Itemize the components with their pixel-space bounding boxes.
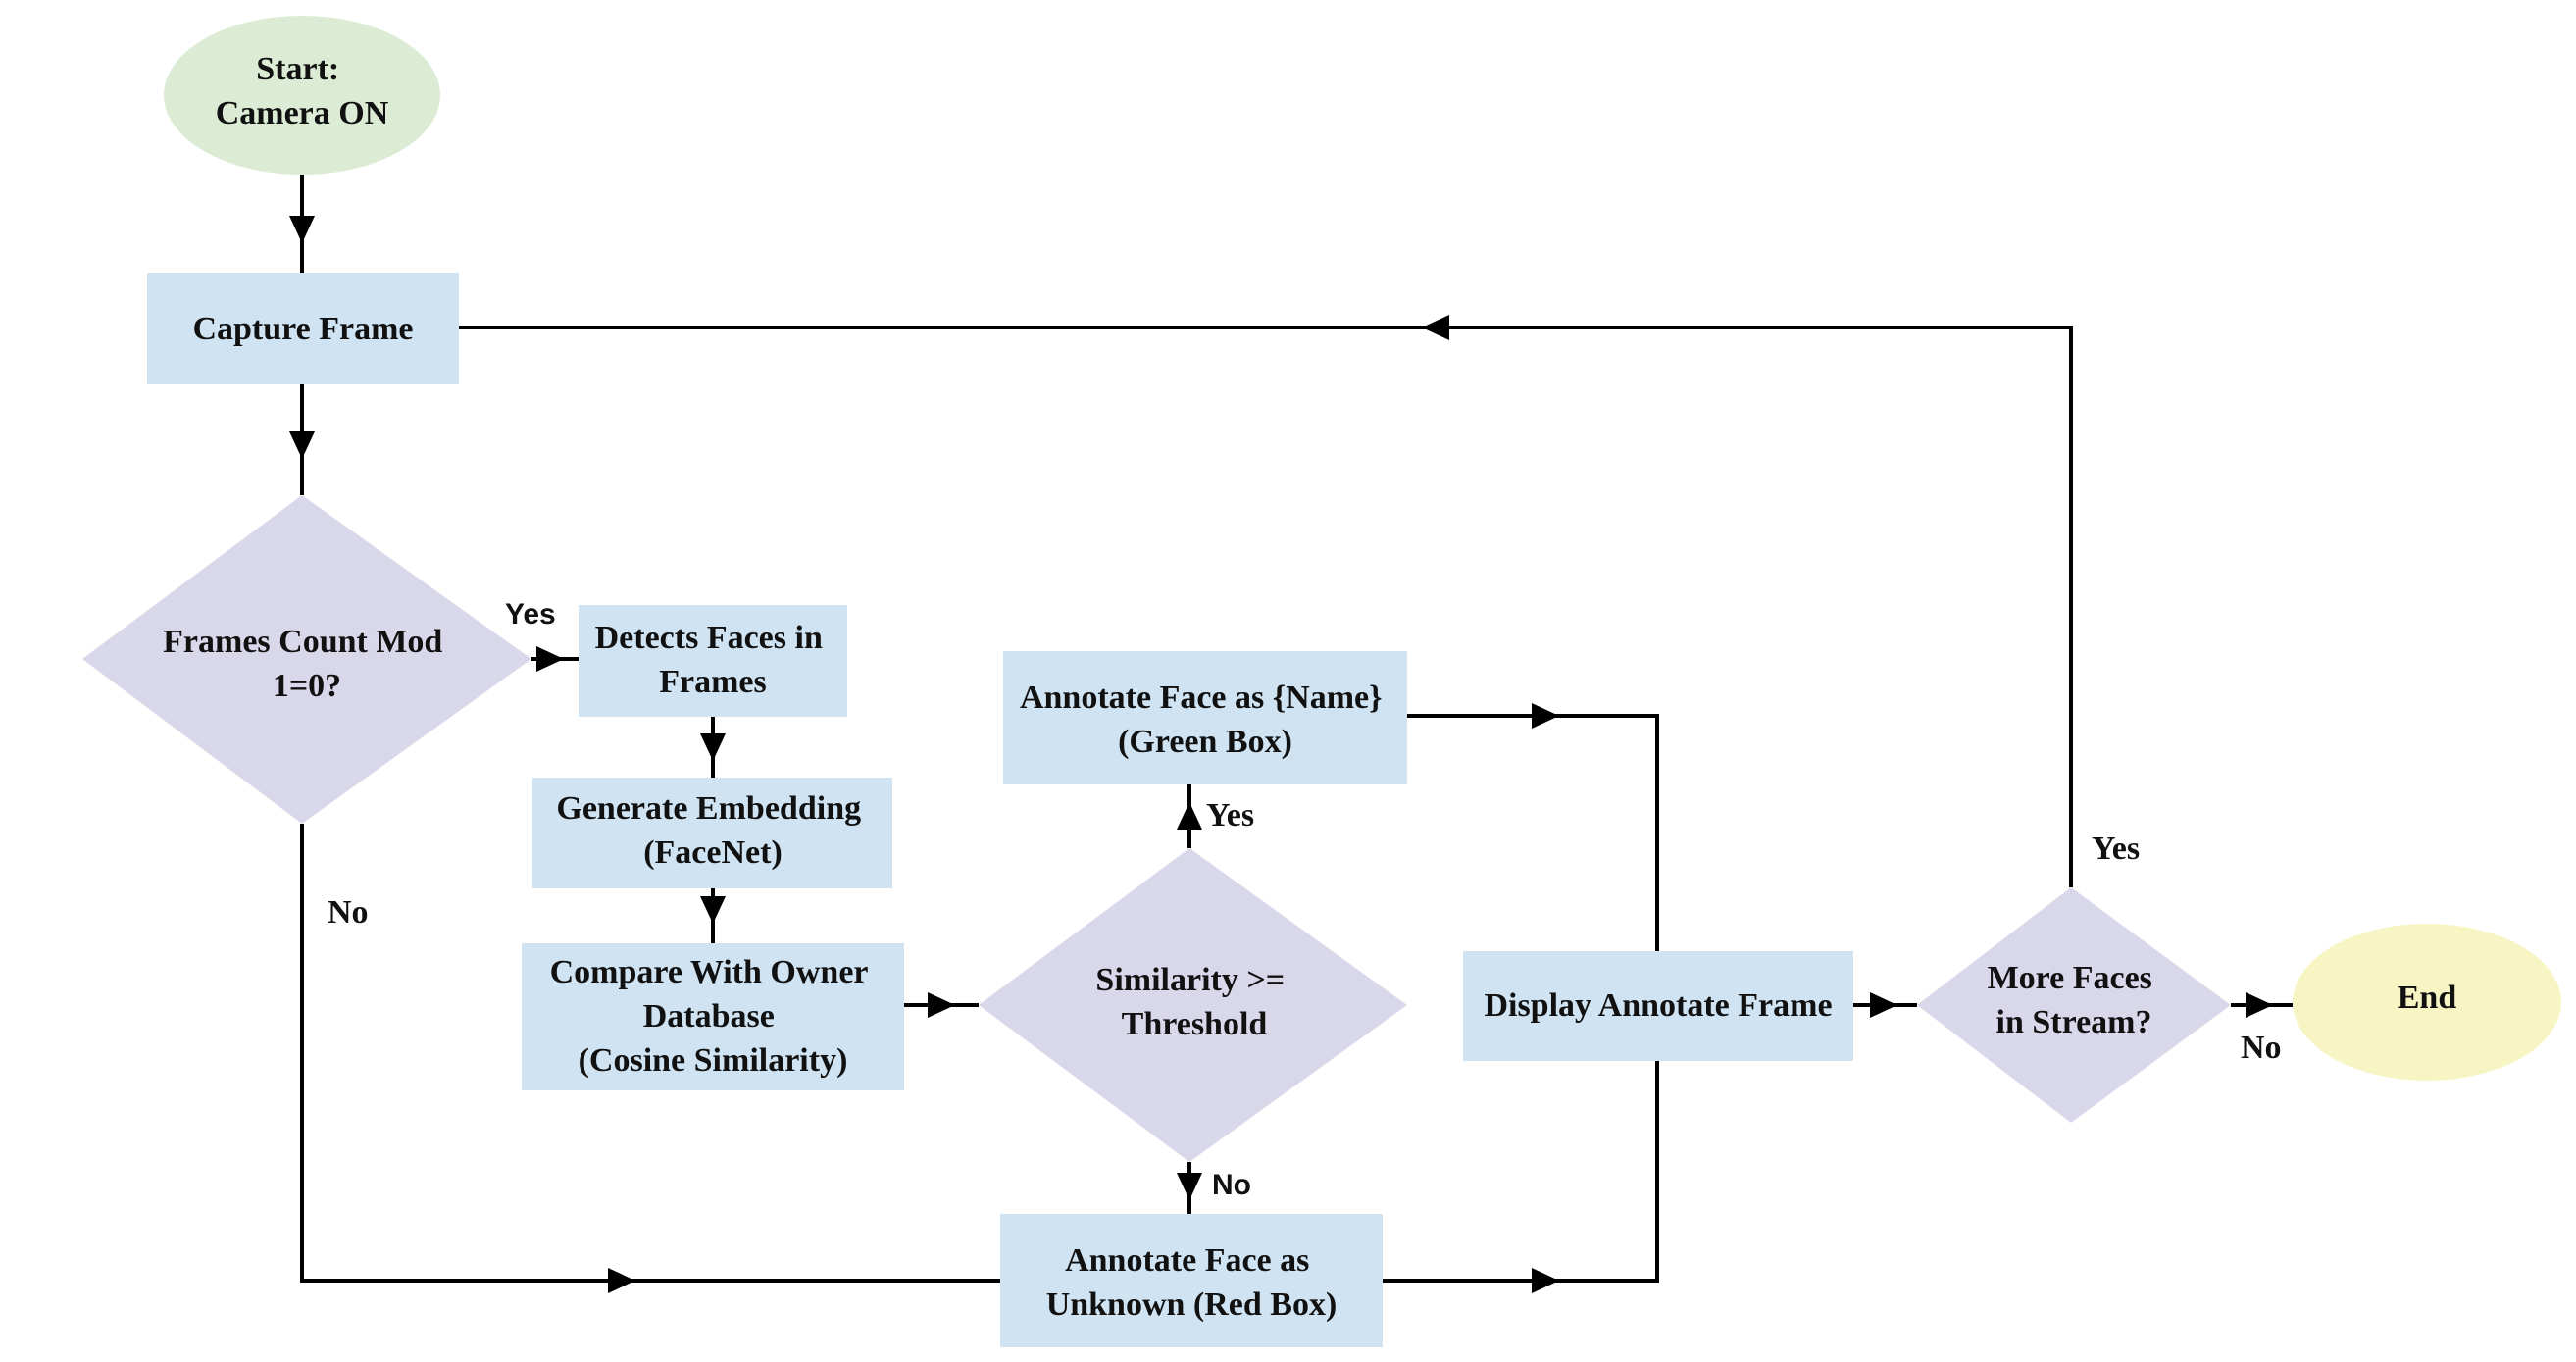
frames-no-label: No xyxy=(328,894,369,931)
annotate-unknown-label-line-2: Unknown (Red Box) xyxy=(1046,1286,1338,1323)
frames-yes-label: Yes xyxy=(505,598,556,631)
display-frame-label: Display Annotate Frame xyxy=(1484,987,1832,1024)
annotate-unknown-label: Annotate Face as Unknown (Red Box) xyxy=(1046,1242,1338,1323)
compare-database-box xyxy=(522,943,904,1090)
node-labels: Start: Camera ON Capture Frame Frames Co… xyxy=(163,51,2456,1323)
compare-database-label-line-1: Compare With Owner xyxy=(550,954,869,990)
arrowhead-down-start xyxy=(289,216,315,243)
detect-faces-label-line-1: Detects Faces in xyxy=(595,620,823,656)
more-faces-label-line-2: in Stream? xyxy=(1996,1004,2152,1040)
annotate-unknown-box xyxy=(1000,1214,1383,1347)
nodes xyxy=(82,16,2561,1347)
arrowhead-right-more-no xyxy=(2246,992,2273,1018)
arrowhead-right-display xyxy=(1870,992,1897,1018)
connectors xyxy=(300,175,2293,1283)
detect-faces-label: Detects Faces in Frames xyxy=(595,620,832,700)
detect-faces-box xyxy=(579,605,847,717)
arrowhead-left-loop-capture xyxy=(1422,315,1449,340)
arrowhead-right-frames-no xyxy=(608,1268,635,1293)
edge-labels: Yes No Yes No Yes No xyxy=(328,598,2282,1201)
arrowhead-down-detect xyxy=(700,733,726,761)
start-label-line-2: Camera ON xyxy=(216,95,389,131)
arrowhead-right-annot-name xyxy=(1532,703,1559,729)
compare-database-label-line-2: Database xyxy=(643,998,775,1034)
annotate-name-box xyxy=(1003,651,1407,784)
arrowhead-down-capture xyxy=(289,431,315,459)
frames-mod-decision xyxy=(82,495,531,824)
generate-embedding-label: Generate Embedding (FaceNet) xyxy=(556,790,869,871)
edge-annot-name-to-display xyxy=(1407,714,1659,951)
more-faces-decision xyxy=(1917,887,2231,1123)
more-faces-label: More Faces in Stream? xyxy=(1988,960,2161,1040)
end-label: End xyxy=(2398,980,2457,1016)
similarity-no-label: No xyxy=(1212,1169,1251,1201)
compare-database-label: Compare With Owner Database (Cosine Simi… xyxy=(550,954,877,1079)
similarity-label: Similarity >= Threshold xyxy=(1095,962,1292,1042)
capture-frame-label: Capture Frame xyxy=(192,311,413,347)
arrowhead-up-yes-sim xyxy=(1177,802,1202,830)
arrowhead-right-compare xyxy=(928,992,955,1018)
frames-mod-label: Frames Count Mod 1=0? xyxy=(163,624,451,704)
generate-embedding-label-line-2: (FaceNet) xyxy=(643,834,783,871)
more-faces-yes-label: Yes xyxy=(2092,831,2140,867)
arrowheads xyxy=(289,216,2273,1293)
frames-mod-label-line-2: 1=0? xyxy=(273,668,341,704)
arrowhead-down-no-sim xyxy=(1177,1173,1202,1200)
capture-frame-box xyxy=(147,273,459,384)
capture-frame-label-line-1: Capture Frame xyxy=(192,311,413,347)
detect-faces-label-line-2: Frames xyxy=(659,664,767,700)
compare-database-label-line-3: (Cosine Similarity) xyxy=(579,1042,848,1079)
similarity-label-line-1: Similarity >= xyxy=(1095,962,1285,998)
arrowhead-down-embed xyxy=(700,896,726,924)
annotate-unknown-label-line-1: Annotate Face as xyxy=(1065,1242,1309,1279)
annotate-name-label-line-2: (Green Box) xyxy=(1118,724,1292,760)
similarity-decision xyxy=(979,848,1407,1162)
start-terminal xyxy=(164,16,440,175)
end-label-line-1: End xyxy=(2398,980,2457,1016)
start-label: Start: Camera ON xyxy=(216,51,389,131)
start-label-line-1: Start: xyxy=(256,51,339,87)
end-terminal xyxy=(2293,924,2561,1081)
arrowhead-right-annot-unknown xyxy=(1532,1268,1559,1293)
more-faces-label-line-1: More Faces xyxy=(1988,960,2152,996)
edge-more-yes-to-capture xyxy=(459,326,2073,887)
similarity-yes-label: Yes xyxy=(1206,797,1254,833)
annotate-name-label-line-1: Annotate Face as {Name} xyxy=(1020,680,1383,716)
generate-embedding-box xyxy=(532,778,892,888)
display-frame-label-line-1: Display Annotate Frame xyxy=(1484,987,1832,1024)
frames-mod-label-line-1: Frames Count Mod xyxy=(163,624,442,660)
more-faces-no-label: No xyxy=(2241,1030,2282,1066)
annotate-name-label: Annotate Face as {Name} (Green Box) xyxy=(1020,680,1390,760)
generate-embedding-label-line-1: Generate Embedding xyxy=(556,790,861,827)
edge-frames-no-to-annot-unknown xyxy=(300,824,1000,1283)
display-frame-box xyxy=(1463,951,1853,1061)
edge-annot-unknown-to-display xyxy=(1383,1061,1659,1283)
similarity-label-line-2: Threshold xyxy=(1122,1006,1268,1042)
arrowhead-right-yes-detect xyxy=(536,646,564,672)
